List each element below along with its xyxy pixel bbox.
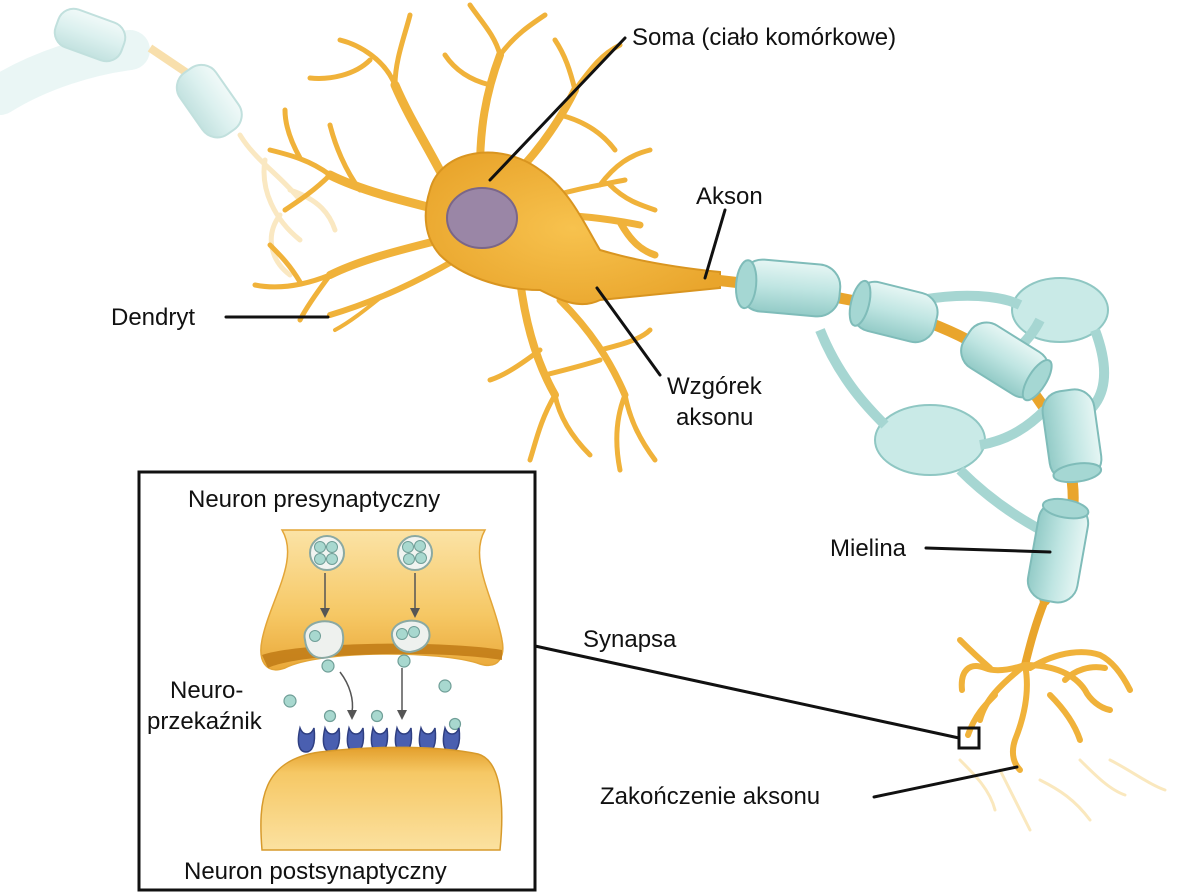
synapse-inset: Neuron presynaptyczny (137, 470, 537, 892)
docked-vesicle (391, 619, 431, 654)
soma (424, 151, 721, 306)
zakonczenie-leader (872, 765, 1019, 799)
zakonczenie-label: Zakończenie aksonu (600, 783, 820, 810)
myelin-segments (734, 258, 1103, 604)
wzgorek-label-line2: aksonu (676, 404, 753, 431)
postsynaptic-neuron (260, 746, 503, 851)
neurotransmitter-label-line1: Neuro- (170, 677, 243, 704)
dendryt-label: Dendryt (111, 304, 195, 331)
mielina-leader (924, 546, 1052, 554)
downstream-dendrites (958, 758, 1167, 832)
synaptic-vesicle (309, 535, 345, 571)
wzgorek-label-line1: Wzgórek (667, 373, 763, 400)
axon-terminals (957, 637, 1133, 773)
akson-label: Akson (696, 183, 763, 210)
mielina-label: Mielina (830, 535, 907, 562)
neurotransmitter-label-line2: przekaźnik (147, 708, 263, 735)
postsynaptic-label: Neuron postsynaptyczny (184, 858, 447, 885)
nucleus (446, 187, 518, 249)
synaptic-vesicle (397, 535, 433, 571)
upstream-neuron (0, 7, 338, 278)
soma-leader (488, 36, 627, 182)
presynaptic-label: Neuron presynaptyczny (188, 486, 440, 513)
docked-vesicle (303, 620, 345, 660)
neurotransmitter-molecules (283, 654, 462, 731)
akson-leader (703, 208, 727, 280)
receptors (297, 725, 461, 753)
wzgorek-leader (595, 286, 662, 377)
synapsa-label: Synapsa (583, 626, 677, 653)
soma-label: Soma (ciało komórkowe) (632, 24, 896, 51)
synapsa-leader (533, 644, 961, 740)
